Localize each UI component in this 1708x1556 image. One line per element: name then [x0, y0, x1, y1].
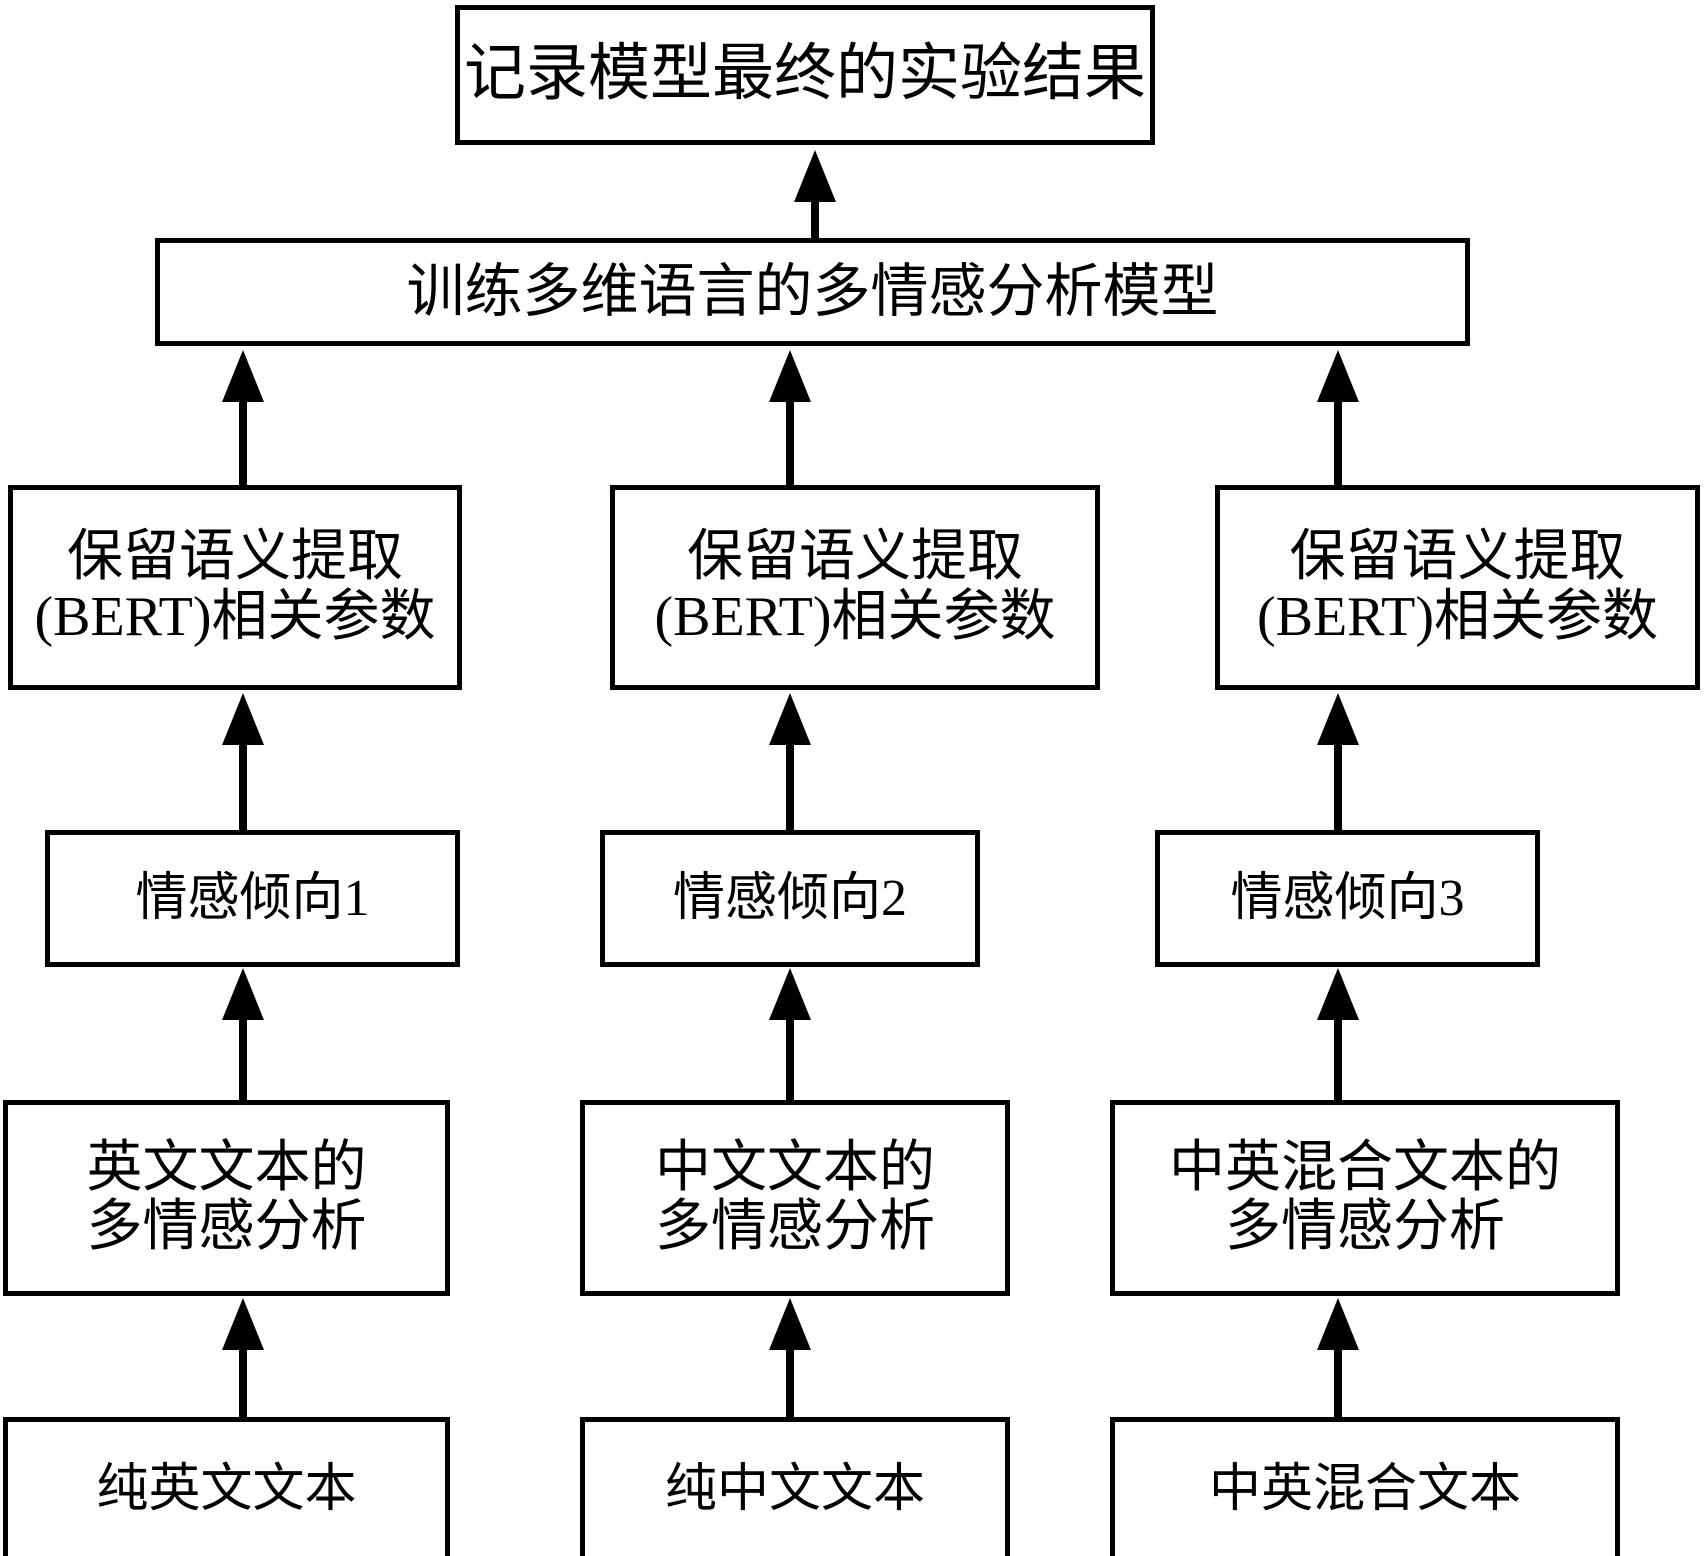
- node-source-english: 纯英文文本: [3, 1417, 450, 1556]
- node-polarity-2: 情感倾向2: [600, 830, 980, 967]
- node-polarity-1: 情感倾向1: [45, 830, 460, 967]
- node-analysis-mixed: 中英混合文本的 多情感分析: [1110, 1100, 1620, 1296]
- node-source-chinese: 纯中文文本: [580, 1417, 1010, 1556]
- node-bert-params-english: 保留语义提取 (BERT)相关参数: [8, 485, 462, 690]
- node-bert-params-chinese: 保留语义提取 (BERT)相关参数: [610, 485, 1100, 690]
- node-analysis-chinese: 中文文本的 多情感分析: [580, 1100, 1010, 1296]
- node-final-result: 记录模型最终的实验结果: [455, 5, 1155, 145]
- node-source-mixed: 中英混合文本: [1110, 1417, 1620, 1556]
- node-train-model: 训练多维语言的多情感分析模型: [155, 238, 1470, 346]
- node-analysis-english: 英文文本的 多情感分析: [3, 1100, 450, 1296]
- node-bert-params-mixed: 保留语义提取 (BERT)相关参数: [1215, 485, 1700, 690]
- node-polarity-3: 情感倾向3: [1155, 830, 1540, 967]
